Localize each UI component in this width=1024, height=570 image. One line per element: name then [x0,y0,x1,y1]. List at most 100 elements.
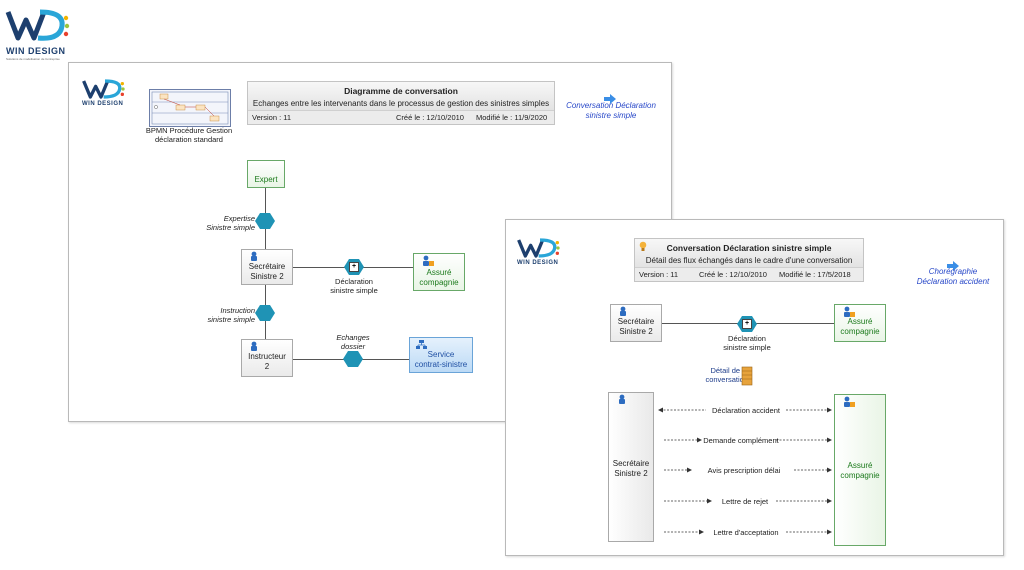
logo-text: WIN DESIGN [517,260,559,266]
version-text: Version : 11 [252,113,292,122]
echanges-label: Echanges dossier [323,333,383,351]
message-flow-5[interactable]: Lettre d'acceptation [713,528,779,537]
expertise-label-line1: Expertise [223,214,255,223]
participant-instructeur-line1: Instructeur [248,352,286,361]
diagram-subtitle: Echanges entre les intervenants dans le … [252,99,550,108]
detail-label-line1: Détail de la [710,366,748,375]
participant-secretaire-line1: Secrétaire [248,262,286,271]
participant-icon [421,255,435,269]
conversation-hexagon-echanges[interactable] [343,351,363,367]
participant-assure[interactable]: Assuré compagnie [413,253,465,291]
bpmn-label-line2: déclaration standard [155,135,223,144]
choregraphie-link-line2: Déclaration accident [916,277,990,286]
declaration-label-line1: Déclaration [335,277,373,286]
participant-instructeur-line2: 2 [264,362,270,371]
diagram-title: Diagramme de conversation [344,86,458,96]
instruction-label-line1: Instruction [220,306,255,315]
modified-text: Modifié le : 11/9/2020 [476,113,548,122]
logo-mark-icon [517,238,560,258]
service-line2: contrat-sinistre [414,360,468,369]
instruction-label: Instruction sinistre simple [183,306,255,324]
lightbulb-icon [639,241,647,254]
conversation-hexagon-instruction[interactable] [255,305,275,321]
detail-label-line2: conversation [705,375,748,384]
participant-secretaire[interactable]: Secrétaire Sinistre 2 [610,304,662,342]
participant-secretaire-line1: Secrétaire [617,317,655,326]
participant-secretaire-line2: Sinistre 2 [619,327,653,336]
envelope-flow-icon [740,366,754,391]
pool-secretaire-line2: Sinistre 2 [614,469,648,478]
declaration-label: Déclaration sinistre simple [712,334,782,352]
participant-icon [249,341,259,353]
participant-assure[interactable]: Assuré compagnie [834,304,886,342]
windesign-logo: WIN DESIGN Solutions de modélisation de … [4,6,74,62]
echanges-label-line2: dossier [340,342,366,351]
arrow-link-icon[interactable] [603,91,617,109]
participant-assure-line2: compagnie [840,327,880,336]
org-chart-icon [416,340,427,352]
service-line1: Service [427,350,455,359]
participant-assure-line2: compagnie [419,278,459,287]
message-flow-2[interactable]: Demande complément [703,436,779,445]
expertise-label: Expertise Sinistre simple [183,214,255,232]
version-text: Version : 11 [639,270,679,279]
expertise-label-line2: Sinistre simple [206,223,255,232]
logo-mark-icon [82,79,125,99]
participant-icon [842,306,856,320]
expand-plus-icon[interactable]: + [349,262,359,272]
panel-logo: WIN DESIGN [81,77,129,111]
echanges-label-line1: Echanges [336,333,370,342]
diagram-subtitle: Détail des flux échangés dans le cadre d… [645,256,853,265]
conversation-link-line1: Conversation Déclaration [566,101,656,110]
bpmn-diagram-icon [151,91,229,125]
participant-icon [618,306,628,318]
bpmn-thumbnail[interactable] [149,89,231,127]
pool-assure[interactable]: Assuré compagnie [834,394,886,546]
message-flows [658,407,832,535]
bpmn-label: BPMN Procédure Gestion déclaration stand… [135,126,243,144]
instruction-label-line2: sinistre simple [207,315,255,324]
participant-icon [249,251,259,263]
participant-icon [617,394,627,406]
conversation-detail-panel: WIN DESIGN Conversation Déclaration sini… [505,219,1004,556]
pool-assure-line2: compagnie [840,471,880,480]
participant-expert[interactable]: Expert [247,160,285,188]
logo-tagline: Solutions de modélisation de l'entrepris… [6,57,60,61]
diagram-meta: Version : 11 Créé le : 12/10/2010 Modifi… [635,267,863,281]
declaration-label-line1: Déclaration [728,334,766,343]
expand-plus-icon[interactable]: + [742,319,752,329]
participant-expert-label: Expert [254,175,278,184]
connector [265,283,266,367]
diagram-header: Conversation Déclaration sinistre simple… [634,238,864,282]
detail-conversation-label[interactable]: Détail de la conversation [686,366,748,384]
message-flow-4[interactable]: Lettre de rejet [721,497,769,506]
pool-secretaire-line1: Secrétaire [612,459,650,468]
diagram-header: Diagramme de conversation Echanges entre… [247,81,555,125]
choregraphie-link[interactable]: Chorégraphie Déclaration accident [904,267,1002,287]
conversation-hexagon-expertise[interactable] [255,213,275,229]
conversation-link-line2: sinistre simple [585,111,637,120]
logo-text: WIN DESIGN [6,46,66,56]
pool-assure-line1: Assuré [847,461,873,470]
participant-assure-line1: Assuré [847,317,873,326]
diagram-meta: Version : 11 Créé le : 12/10/2010 Modifi… [248,110,554,124]
declaration-label-line2: sinistre simple [330,286,378,295]
bpmn-label-line1: BPMN Procédure Gestion [145,126,233,135]
message-flow-3[interactable]: Avis prescription délai [707,466,781,475]
declaration-label-line2: sinistre simple [723,343,771,352]
participant-instructeur[interactable]: Instructeur 2 [241,339,293,377]
created-text: Créé le : 12/10/2010 [699,270,767,279]
modified-text: Modifié le : 17/5/2018 [779,270,851,279]
participant-assure-line1: Assuré [426,268,452,277]
conversation-link[interactable]: Conversation Déclaration sinistre simple [561,101,661,121]
participant-icon [842,396,856,410]
choregraphie-link-line1: Chorégraphie [928,267,978,276]
participant-secretaire-line2: Sinistre 2 [250,272,284,281]
arrow-link-icon[interactable] [946,258,960,276]
diagram-title: Conversation Déclaration sinistre simple [666,243,832,253]
participant-secretaire[interactable]: Secrétaire Sinistre 2 [241,249,293,285]
panel-logo: WIN DESIGN [516,236,564,270]
declaration-label: Déclaration sinistre simple [319,277,389,295]
pool-secretaire[interactable]: Secrétaire Sinistre 2 [608,392,654,542]
message-flow-1[interactable]: Déclaration accident [712,406,780,415]
